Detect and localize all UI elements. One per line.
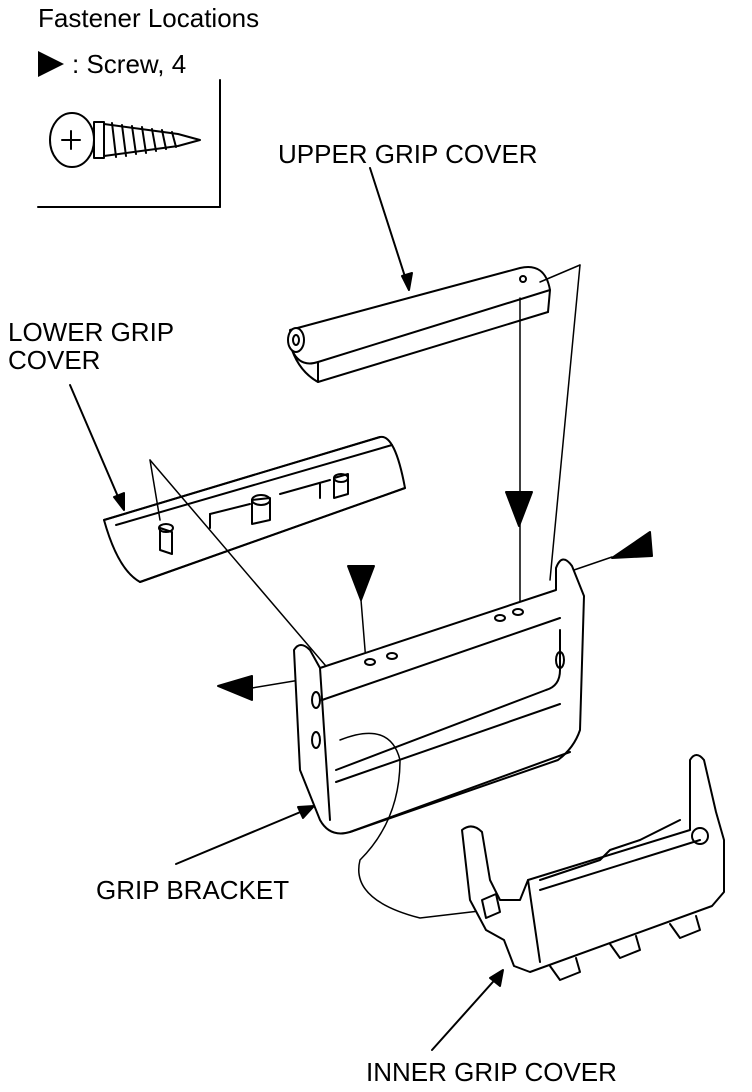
- triangle-marker-icon: [38, 51, 64, 77]
- label-grip-bracket: GRIP BRACKET: [96, 875, 290, 905]
- legend-text: : Screw, 4: [72, 49, 187, 79]
- upper-grip-cover: [287, 266, 551, 383]
- diagram-title: Fastener Locations: [38, 3, 260, 33]
- lower-grip-cover-leader: [69, 384, 125, 511]
- inner-grip-cover-leader: [431, 969, 504, 1051]
- screw-icon: [49, 112, 201, 168]
- label-upper-grip-cover: UPPER GRIP COVER: [278, 139, 538, 169]
- screw-marker-icons: [217, 491, 653, 701]
- label-inner-grip-cover: INNER GRIP COVER: [366, 1057, 617, 1087]
- alignment-lines: [519, 264, 581, 607]
- upper-grip-cover-leader: [369, 167, 413, 291]
- label-lower-grip-cover-line1: LOWER GRIP: [8, 317, 175, 347]
- grip-bracket-leader: [175, 805, 315, 865]
- legend: : Screw, 4: [38, 50, 186, 78]
- label-lower-grip-cover-line2: COVER: [8, 345, 101, 375]
- clip-alignment-loop: [339, 732, 489, 919]
- legend-box: [37, 79, 221, 208]
- screw-marker-lines: [251, 556, 613, 689]
- lower-grip-cover: [103, 435, 406, 583]
- inner-grip-cover: [461, 754, 725, 981]
- grip-bracket: [293, 558, 585, 835]
